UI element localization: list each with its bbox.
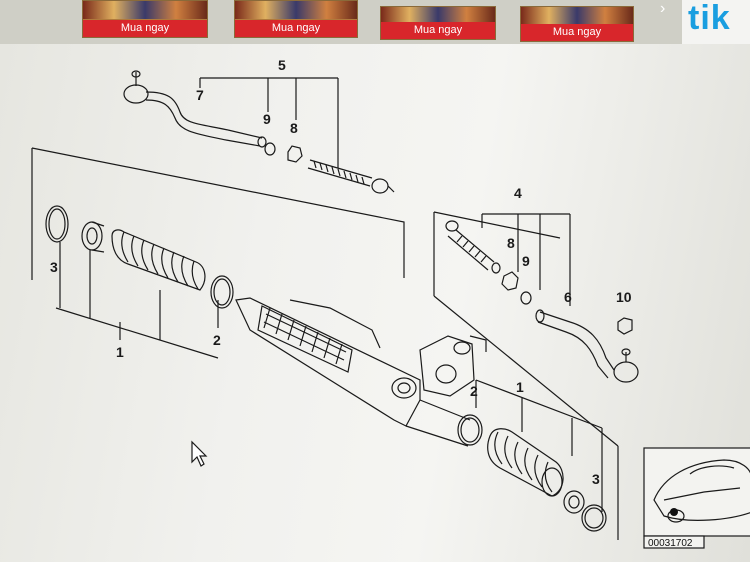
right-ring-2 xyxy=(457,414,483,446)
ad-thumbnail xyxy=(381,7,495,25)
buy-now-button-2[interactable]: Mua ngay xyxy=(235,20,357,37)
callout-5: 5 xyxy=(278,57,286,73)
right-locknut-9 xyxy=(520,291,532,305)
vehicle-locator-thumbnail xyxy=(643,447,750,549)
upper-tie-rod-end xyxy=(123,70,267,148)
callout-1: 1 xyxy=(116,344,124,360)
left-bellows-boot xyxy=(111,229,206,291)
steering-rack-housing xyxy=(235,297,487,447)
callout-10: 10 xyxy=(616,289,632,305)
right-bellows-boot xyxy=(487,428,564,497)
left-ring-2 xyxy=(210,275,234,309)
callout-9: 9 xyxy=(263,111,271,127)
parts-diagram-area xyxy=(0,44,750,562)
buy-now-button-4[interactable]: Mua ngay xyxy=(521,24,633,41)
right-clamp xyxy=(563,490,585,514)
callout-3: 3 xyxy=(50,259,58,275)
callout-9: 9 xyxy=(522,253,530,269)
callout-1: 1 xyxy=(516,379,524,395)
right-nut-8 xyxy=(501,271,519,291)
upper-locknut-9 xyxy=(264,142,276,156)
left-ring-3 xyxy=(45,205,69,243)
ad-thumbnail xyxy=(521,7,633,25)
right-ring-3 xyxy=(581,504,607,532)
ad-card-3[interactable]: Mua ngay xyxy=(380,6,496,40)
callout-8: 8 xyxy=(290,120,298,136)
right-boot-kit-outline xyxy=(433,211,619,540)
ad-strip: Mua ngay Mua ngay Mua ngay Mua ngay › ti… xyxy=(0,0,750,44)
callout-7: 7 xyxy=(196,87,204,103)
chevron-right-icon[interactable]: › xyxy=(660,0,666,17)
brand-logo[interactable]: tik xyxy=(682,0,750,44)
left-boot-kit-outline xyxy=(31,147,405,359)
buy-now-button-1[interactable]: Mua ngay xyxy=(83,20,207,37)
callout-6: 6 xyxy=(564,289,572,305)
ad-thumbnail xyxy=(83,1,207,19)
bracket-5 xyxy=(199,77,339,168)
right-tie-rod-end xyxy=(535,309,639,383)
ad-thumbnail xyxy=(235,1,357,19)
upper-inner-tie-rod xyxy=(307,159,395,194)
left-clamp xyxy=(81,221,105,253)
ad-card-4[interactable]: Mua ngay xyxy=(520,6,634,42)
callout-8: 8 xyxy=(507,235,515,251)
callout-2: 2 xyxy=(470,383,478,399)
buy-now-button-3[interactable]: Mua ngay xyxy=(381,22,495,39)
part-code: 00031702 xyxy=(648,538,693,549)
mouse-cursor-icon xyxy=(191,440,208,467)
callout-2: 2 xyxy=(213,332,221,348)
castle-nut-10 xyxy=(617,317,633,335)
right-inner-tie-rod xyxy=(445,220,501,274)
callout-3: 3 xyxy=(592,471,600,487)
ad-card-1[interactable]: Mua ngay xyxy=(82,0,208,38)
bracket-4 xyxy=(481,213,571,306)
upper-nut-8 xyxy=(287,145,303,163)
callout-4: 4 xyxy=(514,185,522,201)
ad-card-2[interactable]: Mua ngay xyxy=(234,0,358,38)
